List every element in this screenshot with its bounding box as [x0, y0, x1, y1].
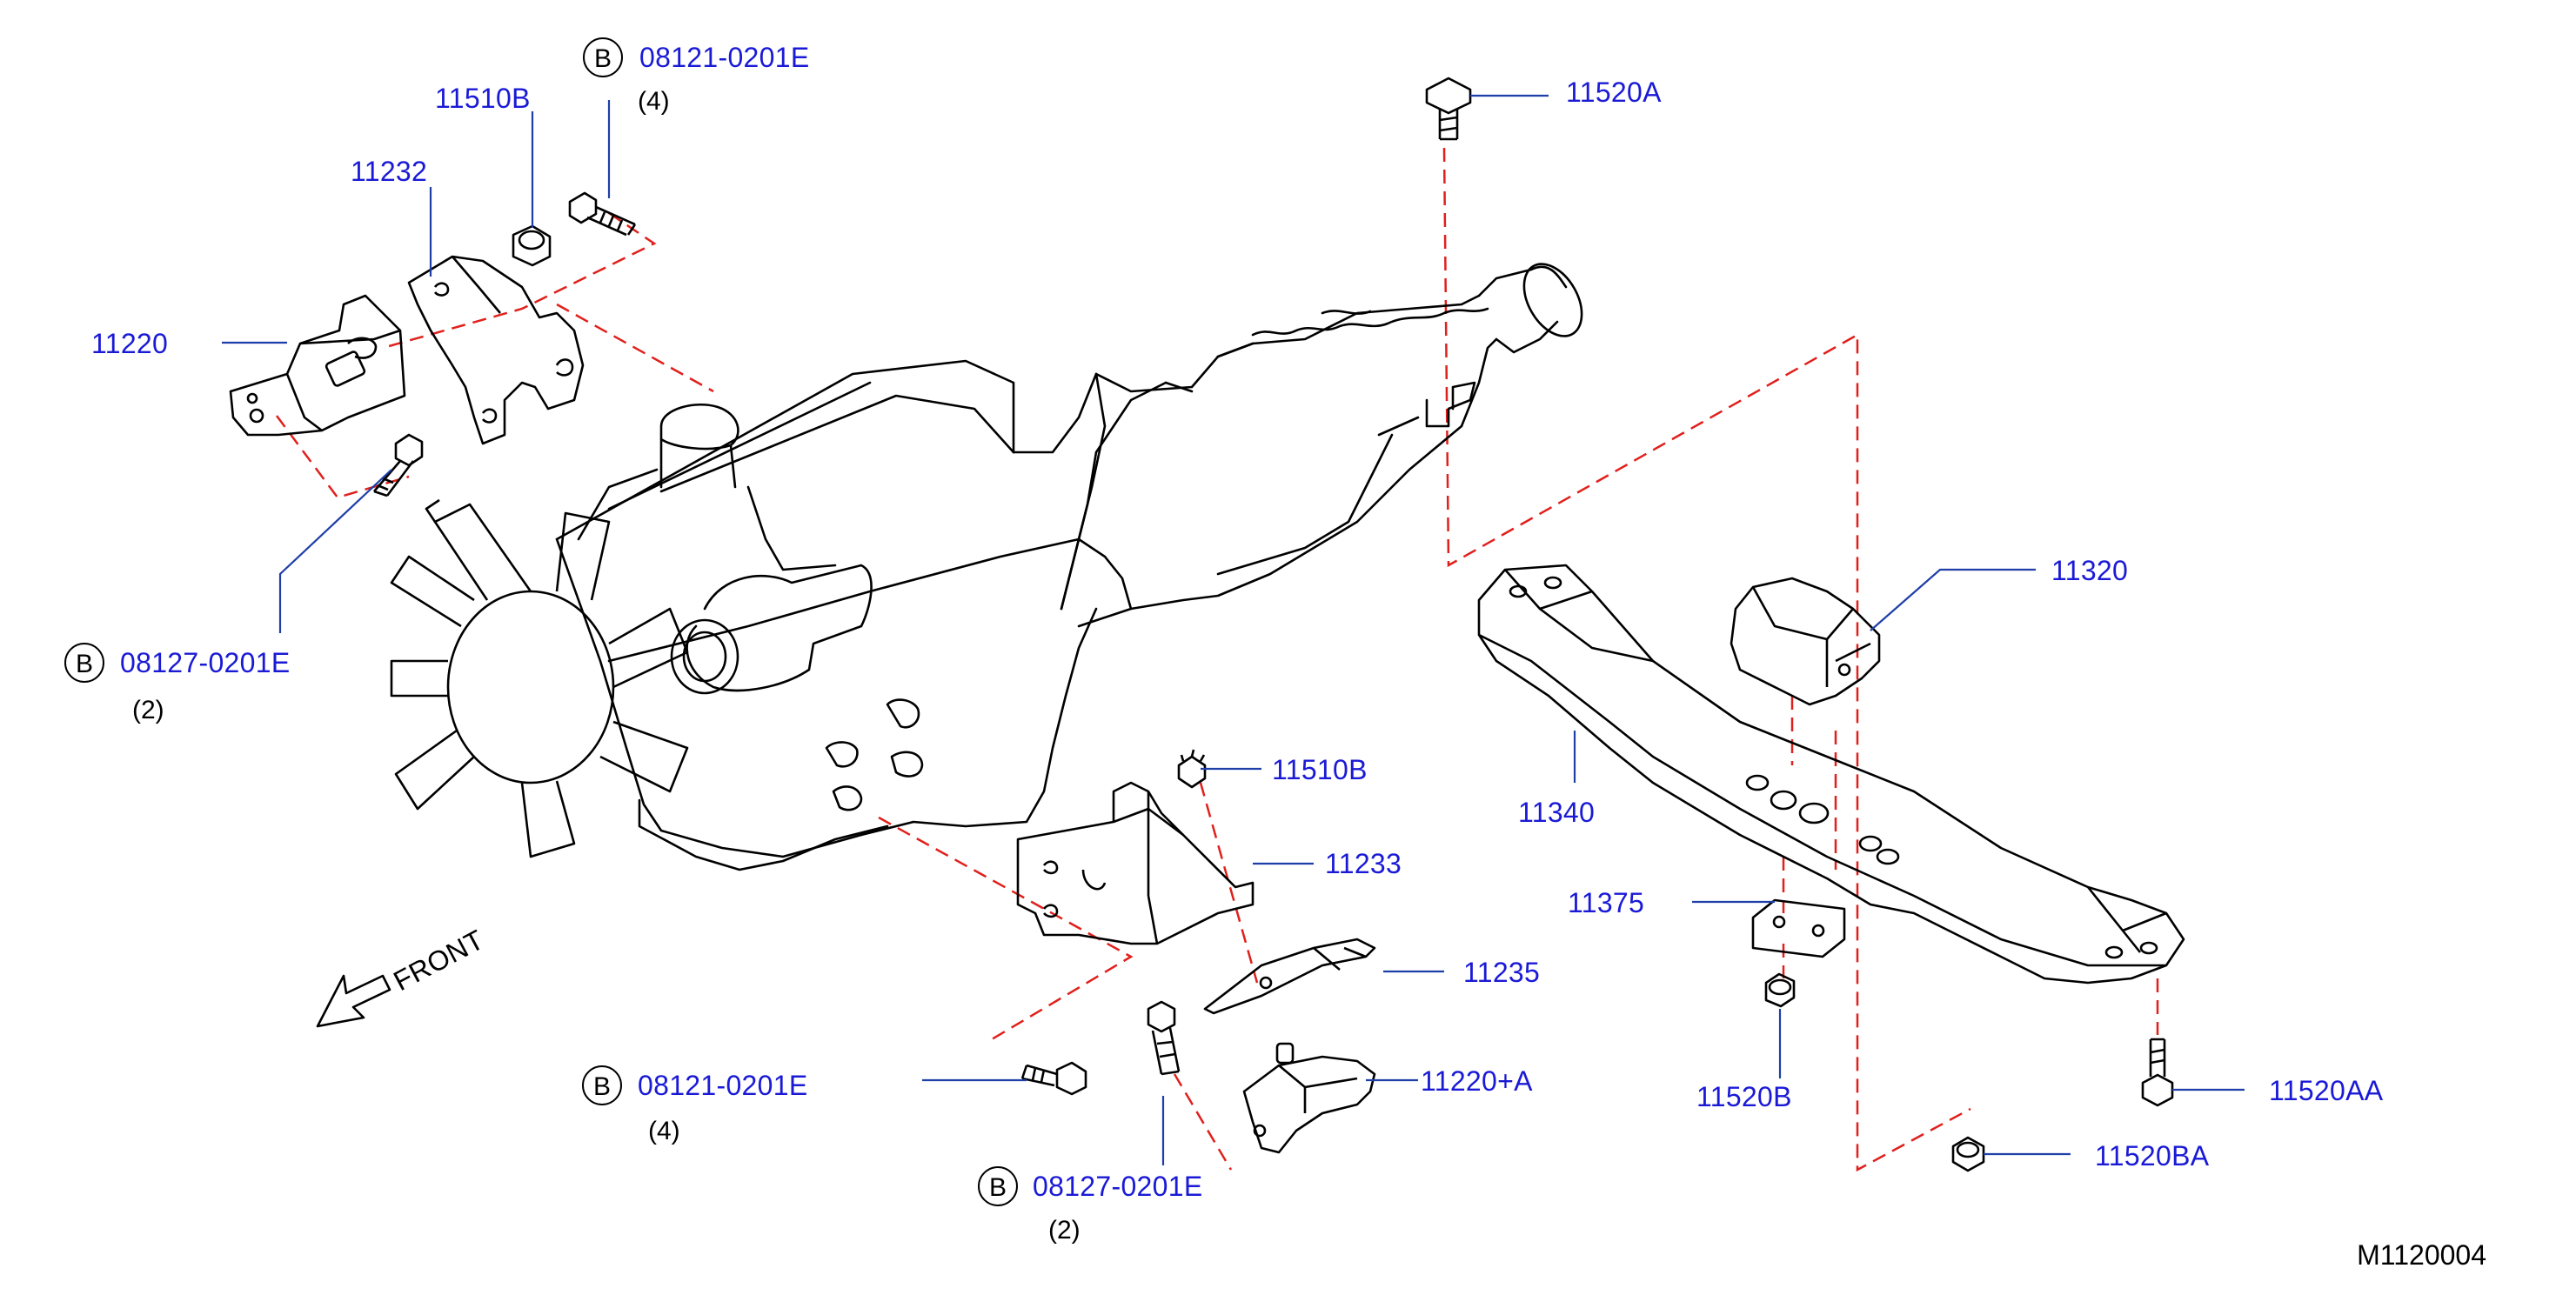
bolt-code-08121-lower[interactable]: 08121-0201E: [638, 1070, 807, 1101]
bolt-qty-top: (4): [638, 87, 670, 116]
engine-mount-left-upper: [229, 191, 637, 497]
part-11235[interactable]: 11235: [1463, 957, 1540, 988]
transmission-crossmember: [1425, 77, 2185, 1172]
part-11510B-bottom[interactable]: 11510B: [1272, 754, 1368, 785]
part-11520BA[interactable]: 11520BA: [2095, 1140, 2210, 1172]
bolt-qty-left: (2): [132, 696, 164, 724]
bolt-qty-lower-1: (4): [648, 1117, 680, 1145]
bolt-b-circle-1: [583, 37, 623, 77]
bolt-b3-letter: B: [593, 1072, 611, 1101]
bolt-code-08121-top[interactable]: 08121-0201E: [639, 42, 809, 73]
part-11510B-top[interactable]: 11510B: [435, 83, 531, 114]
part-11375[interactable]: 11375: [1568, 887, 1644, 918]
bolt-b2-letter: B: [76, 650, 93, 678]
figure-id: M1120004: [2357, 1239, 2486, 1271]
bolt-spec-symbols: [64, 37, 1018, 1206]
part-11320[interactable]: 11320: [2051, 555, 2128, 586]
bolt-b4-letter: B: [989, 1173, 1007, 1202]
part-11520AA[interactable]: 11520AA: [2269, 1075, 2384, 1106]
cooling-fan-icon: [390, 498, 689, 858]
bolt-b1-letter: B: [594, 44, 612, 73]
part-11520A[interactable]: 11520A: [1566, 77, 1662, 108]
bolt-b-circle-2: [64, 643, 104, 683]
bolt-code-08127-left[interactable]: 08127-0201E: [120, 647, 290, 678]
leader-08127-left: [278, 469, 392, 633]
part-11520B[interactable]: 11520B: [1696, 1081, 1792, 1112]
part-11220[interactable]: 11220: [91, 328, 168, 359]
part-11233[interactable]: 11233: [1325, 848, 1402, 879]
bolt-code-08127-lower[interactable]: 08127-0201E: [1033, 1171, 1202, 1202]
front-arrow-icon: [316, 974, 391, 1028]
front-label: FRONT: [388, 924, 489, 997]
part-11232[interactable]: 11232: [351, 156, 427, 187]
labels: B B B B 08121-0201E (4) 08127-0201E (2) …: [76, 42, 2486, 1271]
bolt-qty-lower-2: (2): [1048, 1216, 1081, 1245]
engine-transmission-assembly: [555, 263, 1583, 871]
leader-11320: [1870, 568, 2036, 631]
leader-lines: [222, 94, 2245, 1165]
bolt-b-circle-4: [978, 1166, 1018, 1206]
part-11340[interactable]: 11340: [1518, 797, 1595, 828]
engine-mount-right-lower: [1016, 749, 1376, 1154]
part-11220-plus-A[interactable]: 11220+A: [1421, 1065, 1533, 1097]
assembly-dashed-lines: [275, 147, 2159, 1172]
bolt-b-circle-3: [582, 1065, 622, 1105]
